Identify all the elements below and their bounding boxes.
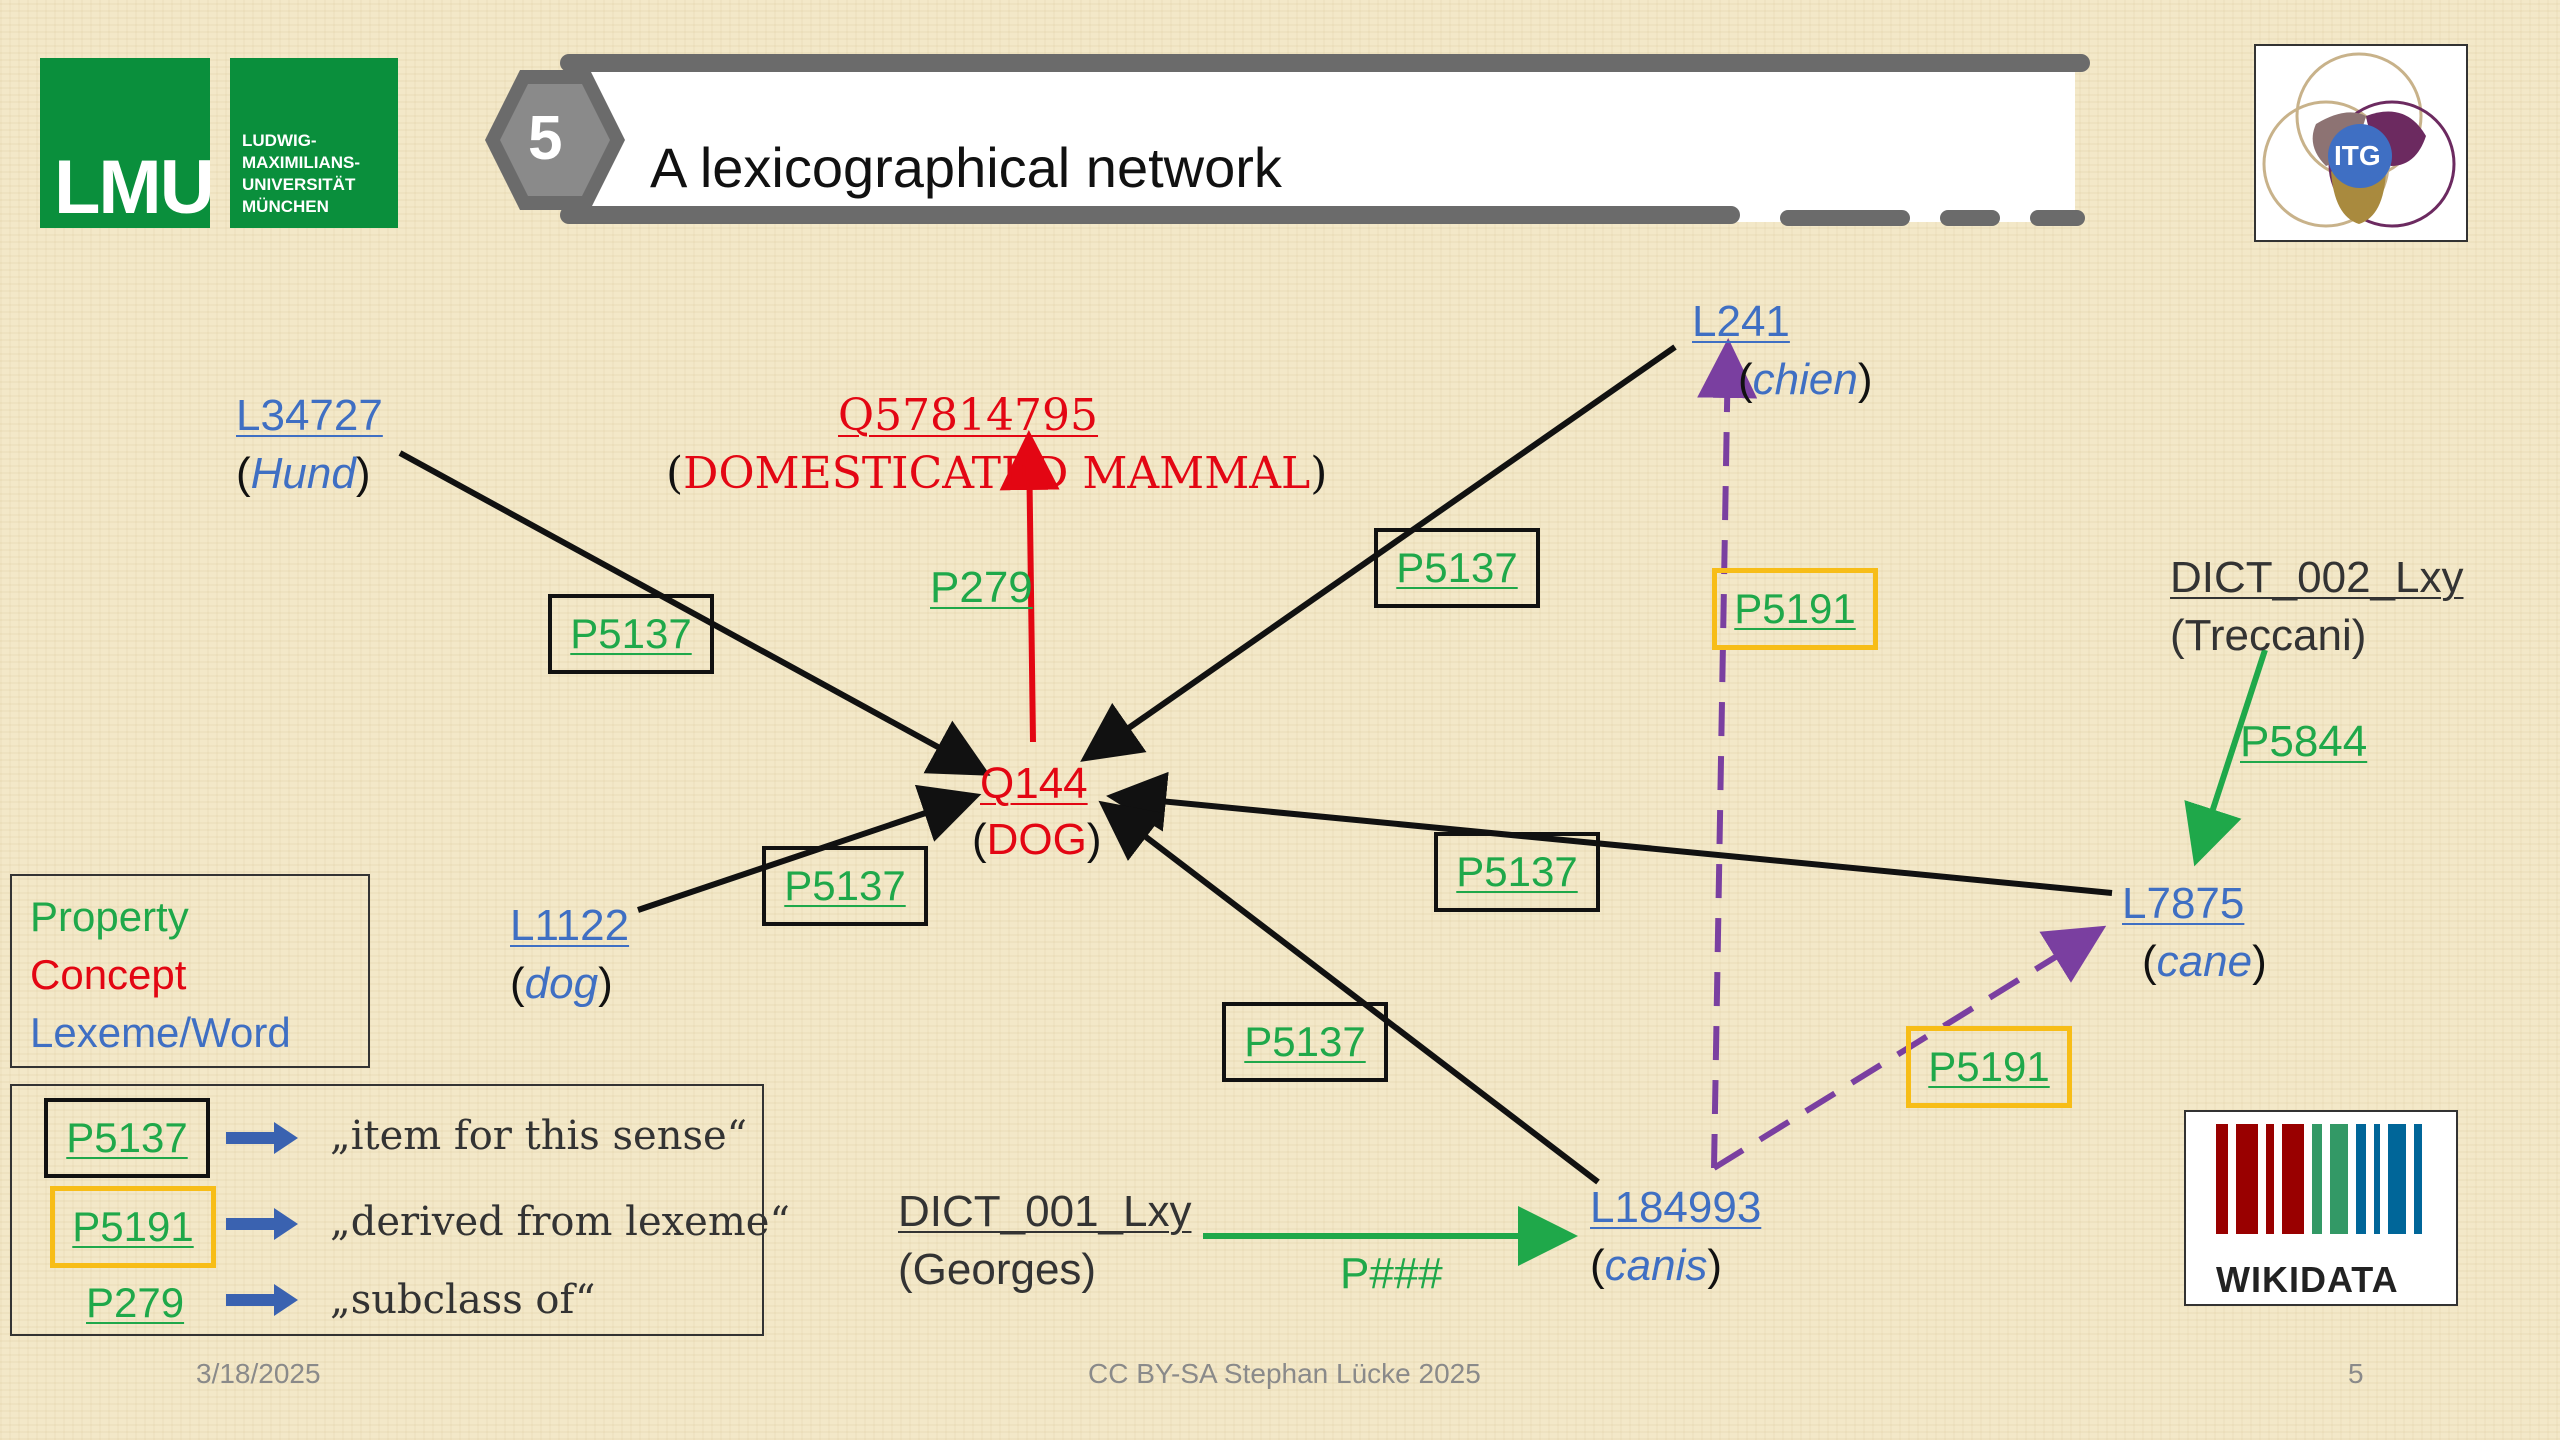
edge-label-p-hash[interactable]: P###: [1340, 1249, 1443, 1298]
node-hund-word: (Hund): [236, 449, 371, 498]
node-cane-word: (cane): [2142, 937, 2267, 986]
node-cane-id[interactable]: L7875: [2122, 879, 2245, 928]
lmu-logo-short: LMU: [54, 145, 215, 230]
edge-label-p5191-chien[interactable]: P5191: [1734, 585, 1856, 632]
footer-page-number: 5: [2348, 1358, 2364, 1389]
edge-label-p5137-doglex[interactable]: P5137: [784, 862, 906, 909]
node-dict2-id[interactable]: DICT_002_Lxy: [2170, 553, 2464, 602]
node-doglex-id[interactable]: L1122: [510, 901, 630, 950]
property-legend: P5137 „item for this sense“ P5191 „deriv…: [10, 1084, 790, 1336]
wikidata-logo: WIKIDATA: [2184, 1110, 2458, 1306]
lmu-logo-text: LUDWIG- MAXIMILIANS- UNIVERSITÄT MÜNCHEN: [230, 58, 398, 228]
node-mammal-id[interactable]: Q57814795: [838, 390, 1099, 441]
itg-venn-icon: [2262, 52, 2456, 228]
arrow-right-icon: [226, 1284, 298, 1316]
node-canis-word-text: canis: [1604, 1241, 1708, 1290]
edge-label-p5844[interactable]: P5844: [2240, 717, 2368, 766]
edge-label-p5137-hund[interactable]: P5137: [570, 610, 692, 657]
edge-chien-dog: [1080, 344, 1677, 762]
edge-dict2-cane: [2184, 649, 2268, 867]
legend-code-p5191[interactable]: P5191: [72, 1203, 194, 1250]
legend-code-p5137[interactable]: P5137: [66, 1114, 188, 1161]
edge-label-box-canis: [1222, 1002, 1388, 1082]
header-number: 5: [528, 104, 563, 173]
edge-cane-dog: [1106, 771, 2113, 896]
edge-hund-dog: [398, 450, 991, 776]
node-hund-word-text: Hund: [250, 449, 356, 498]
node-hund-id[interactable]: L34727: [236, 391, 383, 440]
edge-doglex-dog: [637, 784, 982, 913]
node-dog-word: (DOG): [972, 815, 1102, 864]
legend-code-p279[interactable]: P279: [86, 1279, 185, 1326]
edge-label-box-cane: [1434, 832, 1600, 912]
node-mammal-word-text: DOMESTICATED MAMMAL: [683, 448, 1311, 499]
node-canis-word: (canis): [1590, 1241, 1723, 1290]
edge-label-p5191-cane[interactable]: P5191: [1928, 1043, 2050, 1090]
node-dict1-id[interactable]: DICT_001_Lxy: [898, 1187, 1192, 1236]
wikidata-barcode-icon: [2216, 1124, 2422, 1234]
edge-label-p279[interactable]: P279: [930, 563, 1033, 612]
node-chien-word-text: chien: [1752, 355, 1858, 404]
edge-dog-mammal: [999, 430, 1060, 743]
edge-label-p5137-cane[interactable]: P5137: [1456, 848, 1578, 895]
edge-label-box-p5191-chien: [1712, 568, 1878, 650]
node-dog-word-text: DOG: [986, 815, 1087, 864]
footer-credit: CC BY-SA Stephan Lücke 2025: [1088, 1358, 1481, 1389]
legend-lexeme: Lexeme/Word: [30, 1009, 291, 1056]
header-banner: [485, 54, 2090, 226]
node-dict2-name-text: Treccani: [2184, 611, 2352, 660]
legend-meaning-p279: „subclass of“: [330, 1277, 596, 1323]
node-dict1-name: (Georges): [898, 1245, 1097, 1294]
node-doglex-word: (dog): [510, 959, 613, 1008]
legend-property: Property: [30, 893, 189, 940]
node-canis-id[interactable]: L184993: [1590, 1183, 1762, 1232]
color-legend: Property Concept Lexeme/Word: [10, 874, 370, 1068]
edge-label-box-chien: [1374, 528, 1540, 608]
wikidata-logo-text: WIKIDATA: [2216, 1259, 2399, 1300]
footer-date: 3/18/2025: [196, 1358, 321, 1389]
itg-logo: ITG: [2254, 44, 2468, 242]
node-dog-id[interactable]: Q144: [980, 759, 1088, 808]
itg-logo-text: ITG: [2334, 140, 2381, 171]
edge-label-p5137-chien[interactable]: P5137: [1396, 544, 1518, 591]
legend-box-p5191: [50, 1186, 216, 1268]
arrow-right-icon: [226, 1122, 298, 1154]
node-dict1-name-text: Georges: [912, 1245, 1082, 1294]
edge-label-box-p5191-cane: [1906, 1026, 2072, 1108]
lmu-line-2: MAXIMILIANS-: [242, 153, 361, 172]
page-title: A lexicographical network: [650, 136, 1282, 199]
legend-concept: Concept: [30, 951, 187, 998]
node-doglex-word-text: dog: [524, 959, 599, 1008]
edge-canis-dog: [1098, 800, 1600, 1185]
edge-label-p5137-canis[interactable]: P5137: [1244, 1018, 1366, 1065]
node-dict2-name: (Treccani): [2170, 611, 2367, 660]
node-mammal-word: (DOMESTICATED MAMMAL): [666, 448, 1328, 499]
edge-label-box-doglex: [762, 846, 928, 926]
edge-canis-cane: [1712, 925, 2107, 1171]
node-chien-word: (chien): [1738, 355, 1873, 404]
lmu-line-4: MÜNCHEN: [242, 197, 329, 216]
lmu-logo: LMU: [40, 58, 215, 230]
lmu-line-3: UNIVERSITÄT: [242, 175, 356, 194]
lmu-line-1: LUDWIG-: [242, 131, 317, 150]
edge-label-box-hund: [548, 594, 714, 674]
node-cane-word-text: cane: [2156, 937, 2253, 986]
node-chien-id[interactable]: L241: [1692, 297, 1790, 346]
legend-box-p5137: [44, 1098, 210, 1178]
legend-meaning-p5191: „derived from lexeme“: [330, 1199, 790, 1245]
edge-canis-chien: [1697, 338, 1758, 1169]
legend-meaning-p5137: „item for this sense“: [330, 1113, 748, 1159]
arrow-right-icon: [226, 1208, 298, 1240]
